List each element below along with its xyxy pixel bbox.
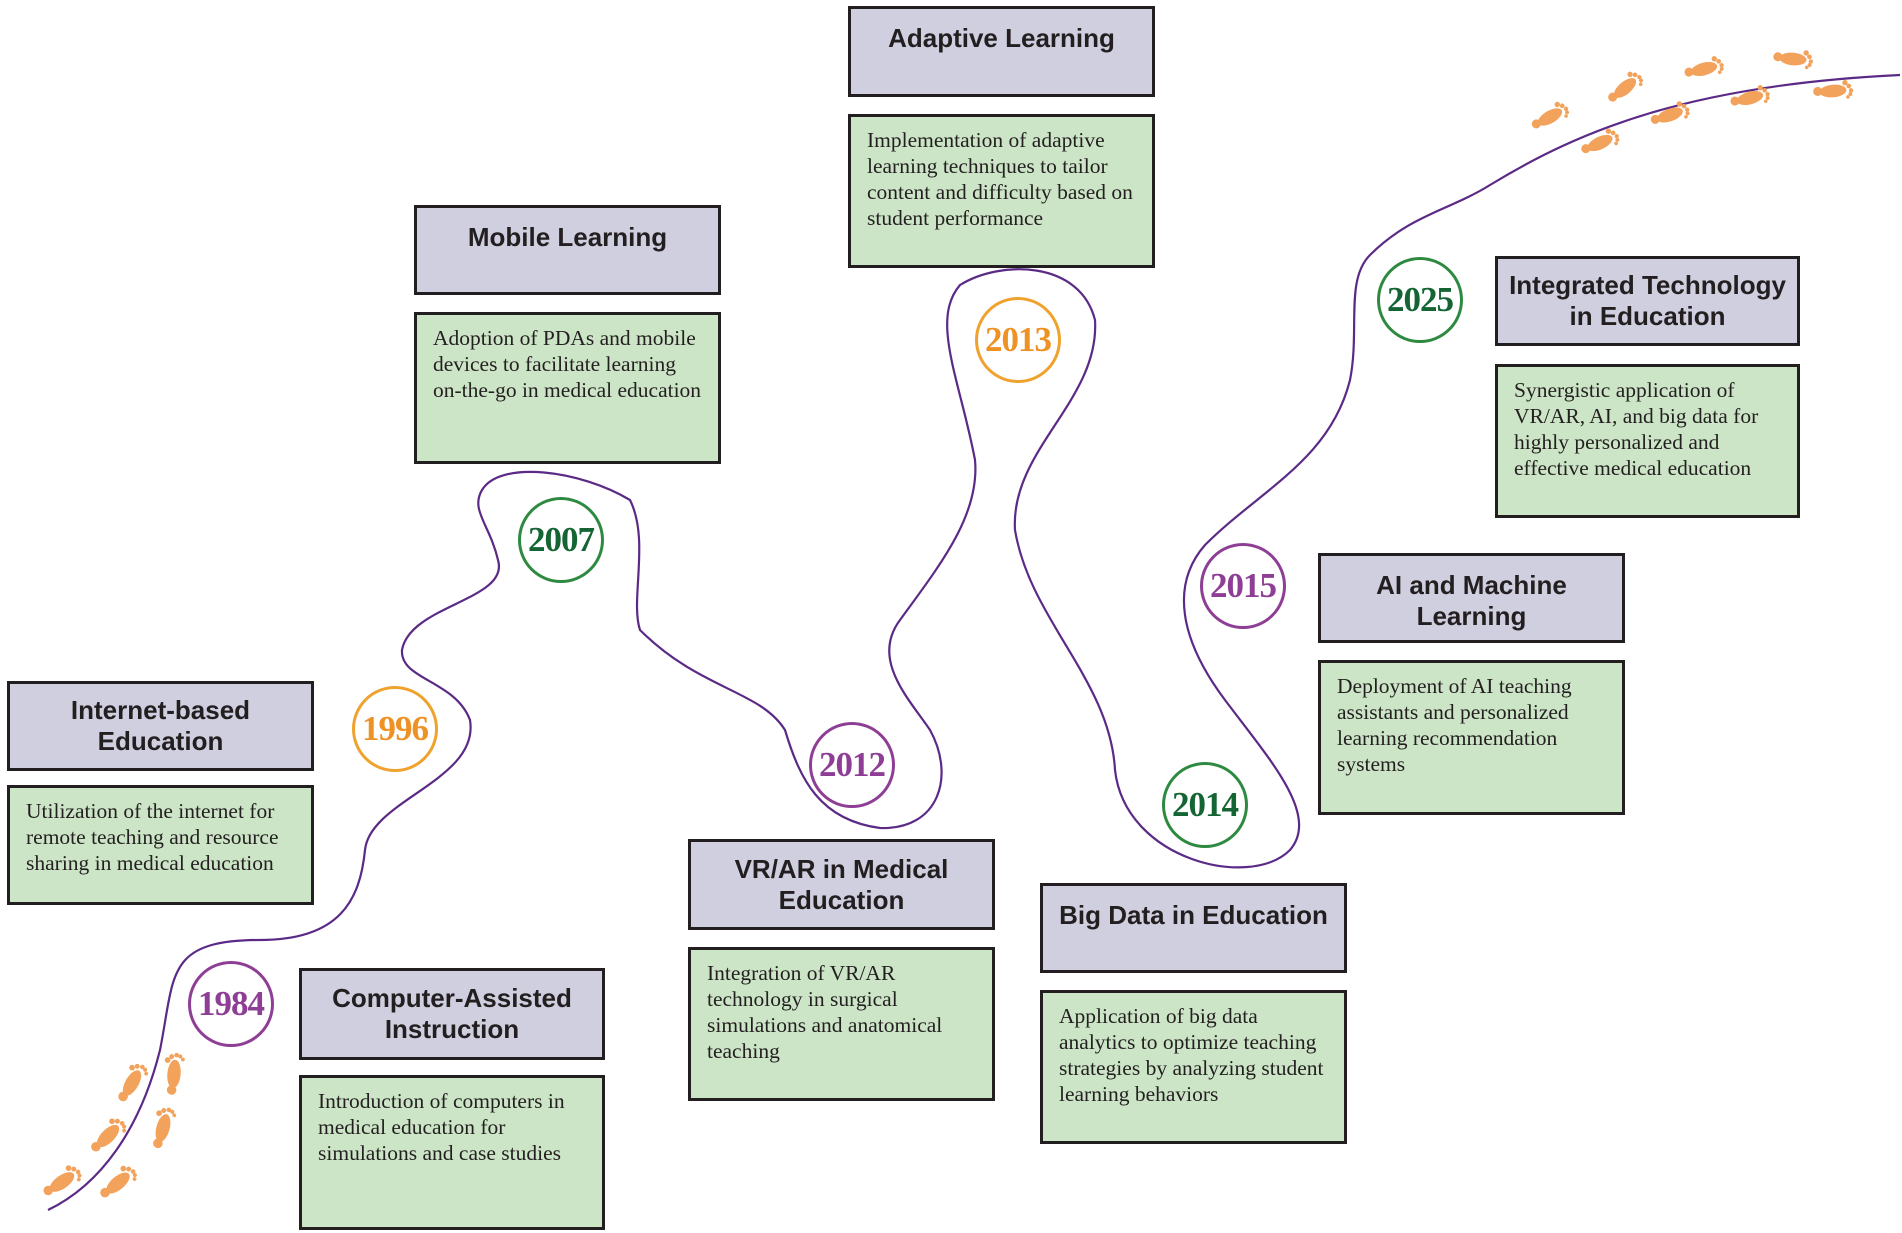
year-badge-1996: 1996 <box>352 686 438 772</box>
milestone-description-computer-assisted-instruction: Introduction of computers in medical edu… <box>299 1075 605 1230</box>
footprint-icon <box>1603 67 1647 108</box>
milestone-description-ai-and-machine-learning: Deployment of AI teaching assistants and… <box>1318 660 1625 815</box>
footprint-icon <box>38 1161 85 1202</box>
footprint-icon <box>1527 98 1572 135</box>
milestone-title-big-data-in-education: Big Data in Education <box>1040 883 1347 973</box>
milestone-description-adaptive-learning: Implementation of adaptive learning tech… <box>848 114 1155 268</box>
footprint-icon <box>1772 47 1814 70</box>
year-badge-2013: 2013 <box>975 297 1061 383</box>
milestone-title-internet-based-education: Internet-based Education <box>7 681 314 771</box>
milestone-description-mobile-learning: Adoption of PDAs and mobile devices to f… <box>414 312 721 464</box>
milestone-title-vr-ar-in-medical-education: VR/AR in Medical Education <box>688 839 995 930</box>
milestone-description-big-data-in-education: Application of big data analytics to opt… <box>1040 990 1347 1144</box>
milestone-title-computer-assisted-instruction: Computer-Assisted Instruction <box>299 968 605 1060</box>
footprints-end <box>1527 47 1854 160</box>
milestone-description-internet-based-education: Utilization of the internet for remote t… <box>7 785 314 905</box>
footprint-icon <box>147 1104 178 1151</box>
year-badge-1984: 1984 <box>188 961 274 1047</box>
year-badge-2014: 2014 <box>1162 762 1248 848</box>
milestone-description-vr-ar-in-medical-education: Integration of VR/AR technology in surgi… <box>688 947 995 1101</box>
milestone-title-integrated-technology-in-education: Integrated Technology in Education <box>1495 256 1800 346</box>
year-badge-2012: 2012 <box>809 722 895 808</box>
footprints-start <box>38 1051 186 1204</box>
milestone-title-ai-and-machine-learning: AI and Machine Learning <box>1318 553 1625 643</box>
milestone-title-mobile-learning: Mobile Learning <box>414 205 721 295</box>
footprint-icon <box>1682 54 1726 83</box>
footprint-icon <box>161 1051 186 1096</box>
year-badge-2025: 2025 <box>1377 257 1463 343</box>
footprint-icon <box>1812 79 1854 102</box>
milestone-title-adaptive-learning: Adaptive Learning <box>848 6 1155 97</box>
year-badge-2015: 2015 <box>1200 543 1286 629</box>
footprint-icon <box>85 1113 130 1158</box>
timeline-curve <box>47 73 1901 1211</box>
year-badge-2007: 2007 <box>518 497 604 583</box>
milestone-description-integrated-technology-in-education: Synergistic application of VR/AR, AI, an… <box>1495 364 1800 518</box>
